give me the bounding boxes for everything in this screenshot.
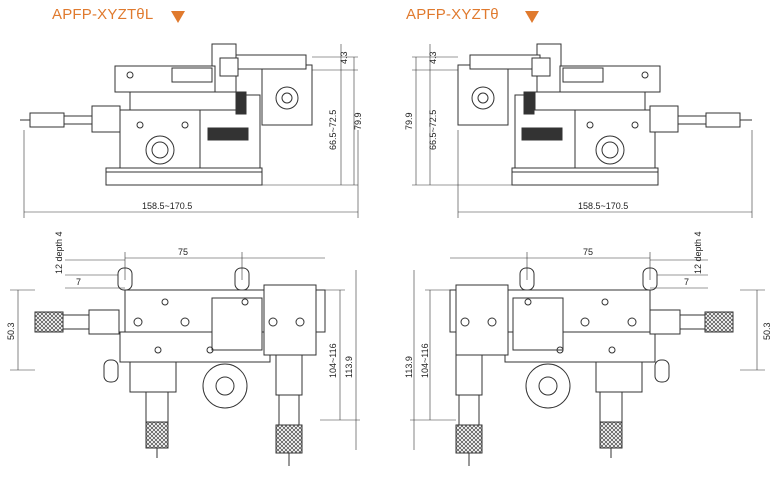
dim-hole-pitch-right: 75 [583,247,593,257]
triangle-down-icon[interactable] [171,11,185,23]
front-view-right [457,43,752,186]
dim-total-width-left: 158.5~170.5 [142,201,192,211]
dim-travel-height-right: 66.5~72.5 [428,110,438,150]
dimension-lines-left [23,44,359,218]
dim-micrometer-height-right: 50.3 [762,322,772,340]
dim-hole-pitch-left: 75 [178,247,188,257]
dim-hole-offset-left: 7 [76,277,81,287]
top-view-left [34,267,326,466]
dimension-lines-bottom-right [410,252,765,450]
dim-hole-depth-left: 12 depth 4 [54,231,64,274]
dim-total-height-right: 79.9 [404,112,414,130]
front-view-left [20,43,313,186]
dim-total-width-right: 158.5~170.5 [578,201,628,211]
top-view-right [449,267,734,466]
dim-top-offset-left: 4.3 [339,51,349,64]
model-title-right: APFP-XYZTθ [406,6,499,23]
dim-travel-height-left: 66.5~72.5 [328,110,338,150]
dim-hole-offset-right: 7 [684,277,689,287]
dim-top-offset-right: 4.3 [428,51,438,64]
dim-total-height-left: 79.9 [353,112,363,130]
dim-travel-length-right: 104~116 [420,343,430,378]
dimension-lines-right [412,44,753,218]
dim-hole-depth-right: 12 depth 4 [693,231,703,274]
dim-total-length-left: 113.9 [344,356,354,378]
triangle-down-icon[interactable] [525,11,539,23]
dim-micrometer-height-left: 50.3 [6,322,16,340]
dim-total-length-right: 113.9 [404,356,414,378]
model-title-left: APFP-XYZTθL [52,6,154,23]
dimension-lines-bottom-left [10,252,360,450]
dim-travel-length-left: 104~116 [328,343,338,378]
